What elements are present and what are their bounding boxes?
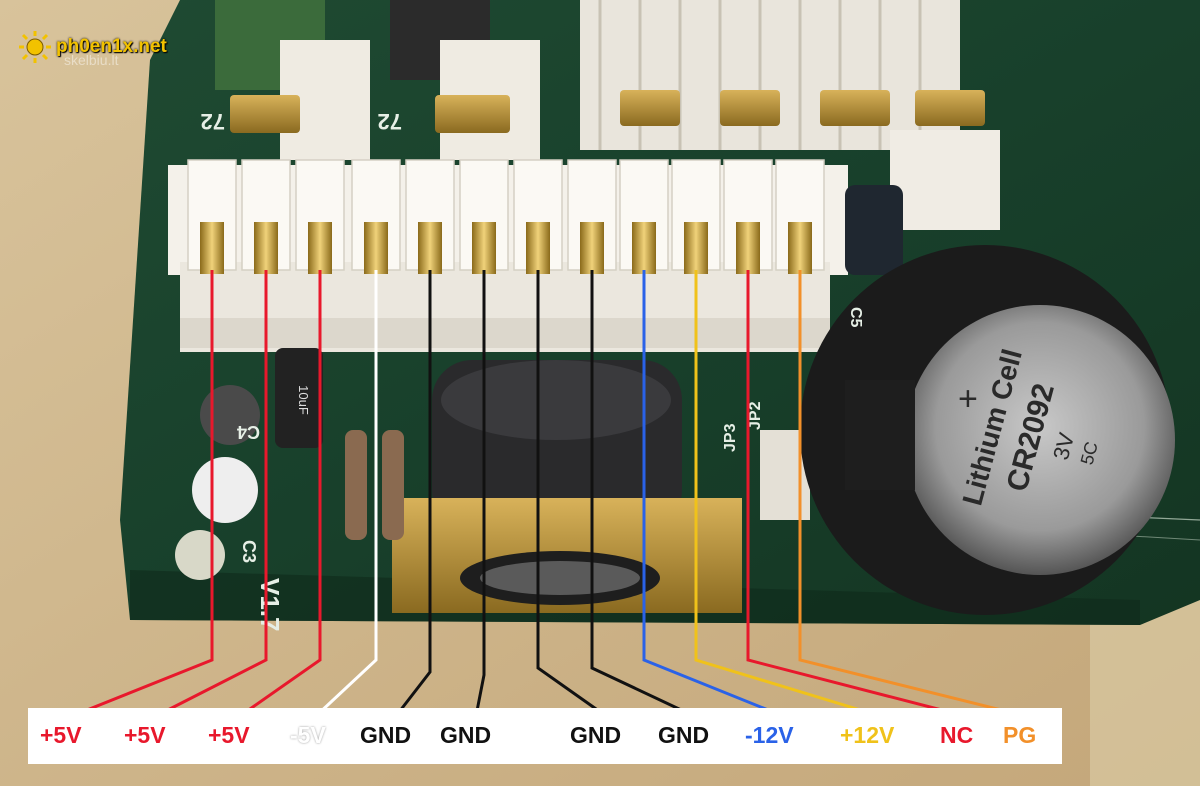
pin-leader-line bbox=[590, 270, 695, 718]
pin-label: -5V bbox=[290, 722, 326, 748]
label-72-mid: 72 bbox=[378, 109, 402, 134]
pin-socket bbox=[788, 222, 812, 274]
pin-label: -12V bbox=[745, 722, 794, 748]
power-connector-lip bbox=[180, 318, 830, 348]
pin-label: NC bbox=[940, 722, 974, 748]
pin-label: +5V bbox=[208, 722, 250, 748]
watermark-text: ph0en1x.net bbox=[56, 36, 167, 57]
pin-leader-line bbox=[536, 270, 607, 718]
pin-socket bbox=[580, 222, 604, 274]
pin-label: +5V bbox=[40, 722, 82, 748]
capacitor-c4 bbox=[275, 348, 323, 448]
coin-cell-battery bbox=[905, 305, 1175, 575]
pin-leader-line bbox=[474, 270, 486, 717]
label-c3: C3 bbox=[239, 540, 259, 563]
pin-label: GND bbox=[570, 722, 622, 748]
pin-socket bbox=[526, 222, 550, 274]
pin-socket bbox=[308, 222, 332, 274]
pin-socket bbox=[418, 222, 442, 274]
pin-leader-line bbox=[314, 270, 378, 718]
label-72-left: 72 bbox=[201, 109, 225, 134]
pin-socket bbox=[200, 222, 224, 274]
resistor-left bbox=[345, 430, 367, 540]
pin-leader-line bbox=[746, 270, 966, 718]
pin-leader-lines bbox=[71, 270, 1026, 718]
watermark: ph0en1x.net bbox=[18, 30, 167, 64]
label-jp3: JP3 bbox=[722, 423, 739, 452]
pin-leader-line bbox=[694, 270, 881, 718]
label-jp2: JP2 bbox=[747, 401, 764, 430]
battery-clip bbox=[845, 380, 915, 490]
label-c5: C5 bbox=[847, 307, 864, 328]
pin-socket bbox=[364, 222, 388, 274]
battery-plus-mark: + bbox=[958, 380, 978, 418]
pin-label: PG bbox=[1003, 722, 1037, 748]
pin-label: GND bbox=[658, 722, 710, 748]
capacitor-c5 bbox=[845, 185, 903, 275]
keyboard-port-pins bbox=[480, 561, 640, 595]
pin-leader-line bbox=[394, 270, 432, 717]
pin-leader-line bbox=[239, 270, 322, 718]
label-version: V1.7 bbox=[255, 578, 285, 632]
pad-c3 bbox=[175, 530, 225, 580]
label-strip bbox=[28, 708, 1062, 764]
pin-label: GND bbox=[440, 722, 492, 748]
pad-c4 bbox=[200, 385, 260, 445]
label-c4: C4 bbox=[237, 422, 260, 442]
resistor-right bbox=[382, 430, 404, 540]
connector-teeth bbox=[187, 159, 825, 271]
white-capacitor bbox=[192, 457, 258, 523]
watermark-subtext: skelbiu.lt bbox=[64, 52, 119, 68]
pin-socket bbox=[736, 222, 760, 274]
pin-label: GND bbox=[360, 722, 412, 748]
silkscreen-labels: 72 72 C4 C3 V1.7 JP3 JP2 C5 bbox=[201, 109, 864, 632]
pin-leader-line bbox=[642, 270, 784, 718]
pin-leader-line bbox=[71, 270, 214, 718]
inductor-top bbox=[441, 360, 671, 440]
svg-text:10uF: 10uF bbox=[296, 385, 311, 415]
pin-sockets bbox=[200, 222, 812, 274]
pin-socket bbox=[472, 222, 496, 274]
gold-contacts-upper bbox=[230, 90, 985, 133]
slot-connectors bbox=[580, 0, 960, 150]
pin-socket bbox=[684, 222, 708, 274]
sun-icon bbox=[19, 31, 51, 63]
white-connector-right bbox=[890, 130, 1000, 230]
pin-socket bbox=[254, 222, 278, 274]
pin-label: +5V bbox=[124, 722, 166, 748]
pin-socket bbox=[632, 222, 656, 274]
pin-label: +12V bbox=[840, 722, 895, 748]
pin-leader-line bbox=[155, 270, 268, 718]
pin-leader-line bbox=[798, 270, 1026, 718]
